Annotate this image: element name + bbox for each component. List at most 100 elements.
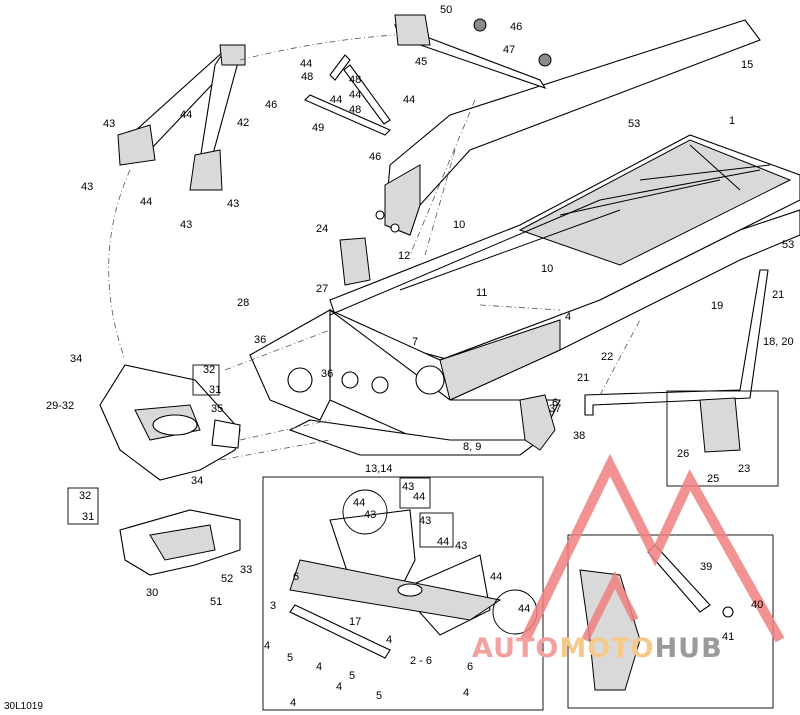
callout: 3 (270, 600, 276, 612)
callout: 28 (237, 297, 249, 309)
callout-box-43-44-a (399, 477, 431, 509)
callout: 53 (628, 118, 640, 130)
callout: 11 (476, 287, 487, 299)
callout: 48 (301, 71, 313, 83)
callout-labels: 1 2 - 6 3 4 4 4 4 4 4 4 5 5 5 6 6 6 7 8,… (46, 4, 794, 709)
callout: 53 (782, 239, 794, 251)
callout: 50 (440, 4, 452, 16)
callout: 45 (415, 56, 427, 68)
callout: 4 (264, 640, 270, 652)
callout: 31 (82, 511, 94, 523)
callout: 48 (349, 74, 361, 86)
callout: 48 (349, 104, 361, 116)
callout: 5 (349, 670, 355, 682)
callout: 21 (577, 372, 589, 384)
callout: 34 (70, 353, 82, 365)
chassis-frame (249, 134, 800, 456)
callout: 44 (437, 536, 449, 548)
callout: 38 (573, 430, 585, 442)
callout: 44 (330, 94, 342, 106)
callout: 39 (700, 561, 712, 573)
rear-bumper-rod (584, 269, 769, 416)
callout: 15 (741, 59, 753, 71)
watermark-logo (520, 453, 785, 643)
callout: 51 (210, 596, 222, 608)
callout: 44 (490, 571, 502, 583)
callout: 10 (541, 263, 553, 275)
callout: 44 (518, 603, 530, 615)
callout: 52 (221, 573, 233, 585)
callout: 6 (293, 571, 299, 583)
watermark-text: AUTOMOTOHUB (472, 633, 723, 664)
callout: 17 (349, 616, 361, 628)
callout: 25 (707, 473, 719, 485)
callout: 43 (419, 515, 431, 527)
callout: 13,14 (365, 463, 393, 475)
callout: 42 (237, 117, 249, 129)
callout: 44 (403, 94, 415, 106)
front-support (119, 509, 241, 576)
callout: 19 (711, 300, 723, 312)
callout: 5 (287, 652, 293, 664)
callout: 46 (369, 151, 381, 163)
callout: 32 (203, 364, 215, 376)
callout: 4 (336, 681, 342, 693)
callout: 35 (211, 403, 223, 415)
callout: 4 (463, 687, 469, 699)
callout: 27 (316, 283, 328, 295)
callout: 23 (738, 463, 750, 475)
callout: 29-32 (46, 400, 74, 412)
callout-box-32-31-b (67, 487, 99, 525)
callout: 4 (565, 311, 571, 323)
callout: 43 (364, 509, 376, 521)
callout: 44 (180, 109, 192, 121)
callout: 43 (180, 219, 192, 231)
callout: 12 (398, 250, 410, 262)
callout: 1 (729, 115, 735, 127)
callout: 44 (300, 58, 312, 70)
callout: 18, 20 (763, 336, 794, 348)
callout: 21 (772, 289, 784, 301)
detail-box-23-26 (666, 390, 779, 487)
callout: 4 (290, 697, 296, 709)
callout: 46 (510, 21, 522, 33)
upper-column (304, 14, 552, 136)
callout: 36 (254, 334, 266, 346)
callout: 43 (227, 198, 239, 210)
callout: 43 (455, 540, 467, 552)
callout-box-32-31-a (192, 364, 220, 396)
callout: 8, 9 (463, 441, 481, 453)
callout: 26 (677, 448, 689, 460)
callout: 24 (316, 223, 328, 235)
callout-box-43-44-b (419, 512, 454, 548)
callout: 47 (503, 44, 515, 56)
callout: 36 (321, 368, 333, 380)
tunnel-panel (375, 19, 761, 236)
callout: 49 (312, 122, 324, 134)
callout: 4 (386, 634, 392, 646)
callout: 43 (402, 481, 414, 493)
watermark-text-hub: HUB (654, 633, 723, 664)
callout: 10 (453, 219, 465, 231)
bracket-23 (699, 397, 741, 453)
callout: 46 (265, 99, 277, 111)
callout: 6 (467, 661, 473, 673)
callout: 4 (316, 661, 322, 673)
callout: 34 (191, 475, 203, 487)
callout: 44 (140, 196, 152, 208)
callout: 44 (413, 491, 425, 503)
callout: 43 (81, 181, 93, 193)
steering-support (117, 44, 246, 191)
watermark-text-moto: MOTO (559, 633, 655, 664)
callout: 32 (79, 490, 91, 502)
skid-frame-detail (289, 489, 538, 659)
diagram-code: 30L1019 (4, 701, 43, 712)
callout: 7 (412, 336, 418, 348)
front-nose (99, 364, 241, 481)
callout: 44 (349, 89, 361, 101)
callout: 43 (103, 118, 115, 130)
callout: 41 (722, 631, 734, 643)
callout: 30 (146, 587, 158, 599)
callout: 37 (549, 403, 561, 415)
